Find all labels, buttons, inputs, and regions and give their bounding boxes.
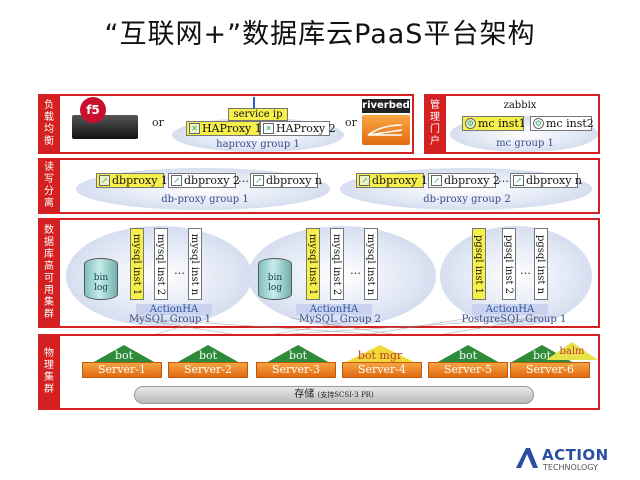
proxy-icon: ↗ <box>431 175 442 186</box>
storage-label: 存储 <box>294 389 315 400</box>
mysql-inst-1-box: mysql inst 1 <box>130 228 144 300</box>
dbproxy-1-box: ↗dbproxy 1 <box>356 173 428 188</box>
server-3: Server-3 <box>256 362 336 378</box>
riverbed-appliance <box>362 115 410 145</box>
proxy-icon: ↗ <box>513 175 524 186</box>
or-label-2: or <box>345 116 357 129</box>
actionha-label: ActionHA <box>472 304 548 315</box>
bot-triangle <box>176 345 240 363</box>
layer-label-load-balancing: 负载均衡 <box>38 96 60 152</box>
dbproxy-2-box: ↗dbproxy 2 <box>428 173 500 188</box>
gear-icon: ⚙ <box>465 118 476 129</box>
pgsql-inst-1-box: pgsql inst 1 <box>472 228 486 300</box>
mysql-inst-1-box: mysql inst 1 <box>306 228 320 300</box>
pgsql-inst-n-box: pgsql inst n <box>534 228 548 300</box>
mysql-inst-2-box: mysql inst 2 <box>154 228 168 300</box>
balm-label: balm <box>559 346 585 357</box>
haproxy-icon: ✕ <box>263 123 274 134</box>
bot-label: bot <box>458 349 478 362</box>
brand-name: ACTION <box>542 446 609 464</box>
dbproxy-n-box: ↗dbproxy n <box>510 173 582 188</box>
haproxy-icon: ✕ <box>189 123 200 134</box>
bot-label: bot <box>198 349 218 362</box>
brand-subtitle: TECHNOLOGY <box>543 463 598 472</box>
haproxy-group-label: haproxy group 1 <box>216 139 300 150</box>
action-logo-icon <box>516 448 538 468</box>
dbproxy-2-box: ↗dbproxy 2 <box>168 173 240 188</box>
dbproxy-1-box: ↗dbproxy 1 <box>96 173 168 188</box>
bot-mgr-triangle <box>344 345 416 363</box>
mysql-group-2-label: MySQL Group 2 <box>299 314 381 325</box>
bot-mgr-label: bot mgr <box>357 349 403 362</box>
server-5: Server-5 <box>428 362 508 378</box>
bot-triangle <box>266 345 330 363</box>
ellipsis: … <box>498 172 509 185</box>
server-1: Server-1 <box>82 362 162 378</box>
mc-inst1-box: ⚙mc inst1 <box>462 116 526 131</box>
ellipsis: … <box>238 172 249 185</box>
zabbix-label: zabbix <box>503 100 537 111</box>
actionha-label: ActionHA <box>296 304 372 315</box>
bot-triangle <box>92 345 156 363</box>
mysql-group-1-label: MySQL Group 1 <box>129 314 211 325</box>
layer-label-db-ha-cluster: 数据库高可用集群 <box>38 220 60 326</box>
proxy-icon: ↗ <box>99 175 110 186</box>
riverbed-wave-icon <box>367 124 403 136</box>
riverbed-logo: riverbed <box>362 99 410 113</box>
service-ip-arrow <box>253 97 255 109</box>
ellipsis: … <box>350 264 361 277</box>
db-proxy-group-2-label: db-proxy group 2 <box>423 194 511 205</box>
postgresql-group-1-label: PostgreSQL Group 1 <box>461 314 567 325</box>
bot-label: bot <box>288 349 308 362</box>
gear-icon: ⚙ <box>533 118 544 129</box>
ellipsis: … <box>520 264 531 277</box>
server-6: Server-6 <box>510 362 590 378</box>
proxy-icon: ↗ <box>359 175 370 186</box>
or-label-1: or <box>152 116 164 129</box>
bot-label: bot <box>114 349 134 362</box>
proxy-icon: ↗ <box>171 175 182 186</box>
balm-triangle <box>546 342 598 360</box>
layer-label-management: 管理门户 <box>424 96 446 152</box>
layer-label-physical-cluster: 物理集群 <box>38 336 60 408</box>
storage-note: (支持SCSI-3 PR) <box>317 391 374 399</box>
haproxy-2-box: ✕HAProxy 2 <box>260 121 336 136</box>
mysql-inst-n-box: mysql inst n <box>364 228 378 300</box>
mc-inst2-box: ⚙mc inst2 <box>530 116 594 131</box>
ellipsis: … <box>174 264 185 277</box>
service-ip-box: service ip <box>228 108 288 121</box>
dbproxy-n-box: ↗dbproxy n <box>250 173 322 188</box>
f5-logo: f5 <box>80 97 106 123</box>
storage-bar: 存储 (支持SCSI-3 PR) <box>134 386 534 404</box>
proxy-icon: ↗ <box>253 175 264 186</box>
layer-label-read-write-split: 读写分离 <box>38 160 60 212</box>
pgsql-inst-2-box: pgsql inst 2 <box>502 228 516 300</box>
db-proxy-group-1-label: db-proxy group 1 <box>161 194 249 205</box>
server-2: Server-2 <box>168 362 248 378</box>
actionha-label: ActionHA <box>136 304 212 315</box>
bot-triangle <box>436 345 500 363</box>
page-title: “互联网+”数据库云PaaS平台架构 <box>104 19 536 50</box>
f5-appliance <box>72 115 138 139</box>
server-4: Server-4 <box>342 362 422 378</box>
mysql-inst-n-box: mysql inst n <box>188 228 202 300</box>
mc-group-label: mc group 1 <box>496 138 554 149</box>
haproxy-1-box: ✕HAProxy 1 <box>186 121 262 136</box>
mysql-inst-2-box: mysql inst 2 <box>330 228 344 300</box>
